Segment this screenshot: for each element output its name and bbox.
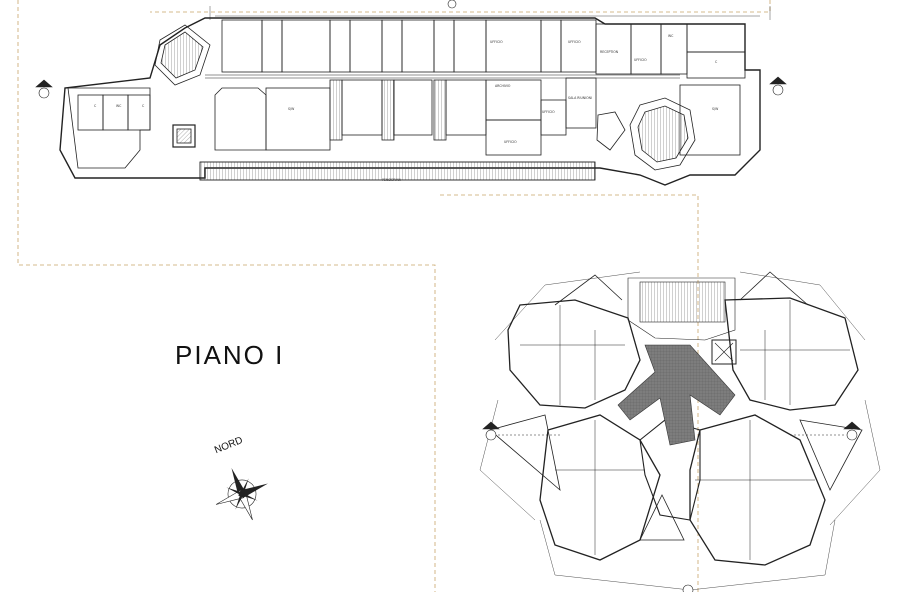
room-label: WC	[668, 34, 674, 38]
rotunda-corridor	[617, 344, 736, 446]
room-label: S/W	[712, 107, 719, 111]
section-markers-rotunda	[482, 421, 861, 596]
room-label: SALA RIUNIONI	[568, 96, 592, 100]
room-label: C	[142, 104, 145, 108]
room-label: ARCHIVIO	[495, 84, 511, 88]
north-arrow-icon	[215, 468, 268, 521]
drawing-title: PIANO I	[175, 340, 285, 370]
room-label: UFFICIO	[634, 58, 647, 62]
top-building	[59, 0, 771, 186]
room-label: UFFICIO	[542, 110, 555, 114]
room-label: UFFICIO	[490, 40, 503, 44]
room-label: C	[715, 60, 718, 64]
room-label: UFFICIO	[504, 140, 517, 144]
rotunda-stairs	[627, 277, 737, 365]
room-label: RECEPTION	[600, 50, 619, 54]
section-markers-top	[35, 76, 787, 99]
room-label: UFFICIO	[568, 40, 581, 44]
room-label: WC	[116, 104, 122, 108]
corridor-label: PENSIERINA	[382, 178, 402, 182]
room-label: C	[94, 104, 97, 108]
site-boundary	[17, 0, 771, 592]
room-label: S/W	[288, 107, 295, 111]
